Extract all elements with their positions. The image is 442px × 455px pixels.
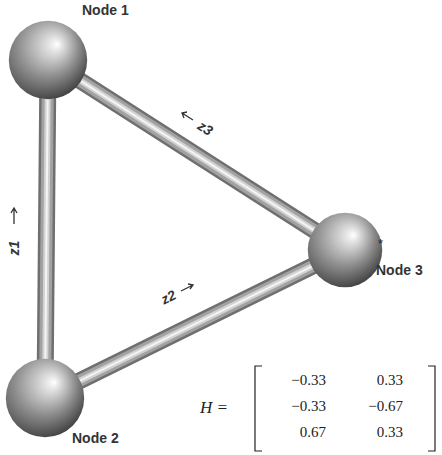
edge-label: z1 [6,241,22,256]
matrix-cell: −0.67 [368,398,403,415]
direction-arrows [11,112,193,291]
rod-connector [45,94,47,364]
sphere-shape [307,212,383,288]
matrix-cell: 0.67 [300,424,326,441]
sphere-node: Node 1 [8,20,88,100]
node-label: Node 3 [376,262,423,278]
node-label: Node 1 [82,2,129,18]
matrix-cell: −0.33 [291,372,326,389]
edge-label: z3 [194,117,215,138]
asterisk-mark: * [378,236,383,251]
node-label: Node 2 [72,430,119,446]
sphere-shape [8,20,88,100]
matrix-cell: −0.33 [291,398,326,415]
sphere-shape [5,358,85,438]
sphere-node: Node 3 [307,212,383,288]
rod-connector [77,78,318,232]
sphere-node: Node 2 [5,358,85,438]
matrix-cell: 0.33 [377,424,403,441]
matrix-name: H = [200,398,228,418]
matrix-brackets [255,366,435,451]
rod-connector [75,264,316,383]
edge-label: z2 [158,287,178,308]
matrix-cell: 0.33 [377,372,403,389]
